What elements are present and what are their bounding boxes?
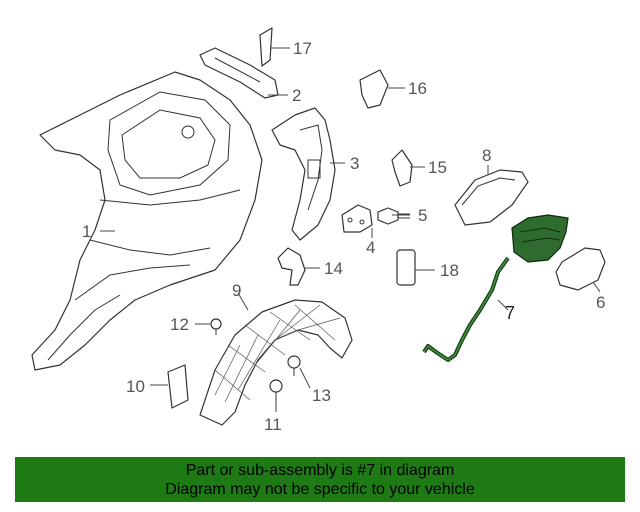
callout-14: 14 (324, 259, 343, 278)
part-15-bracket[interactable] (391, 149, 413, 187)
part-4-bracket[interactable] (341, 204, 373, 233)
part-3-pillar-inner[interactable] (271, 107, 336, 241)
part-16-bracket[interactable] (359, 69, 389, 109)
part-11-clip[interactable] (269, 379, 283, 402)
part-10-pad[interactable] (167, 364, 189, 409)
part-5-bolt[interactable] (377, 207, 410, 225)
callout-11: 11 (264, 415, 282, 434)
callout-17: 17 (293, 39, 312, 58)
callout-4: 4 (366, 238, 375, 257)
banner-line-1: Part or sub-assembly is #7 in diagram (185, 462, 455, 479)
callout-10: 10 (126, 377, 145, 396)
part-17-bracket[interactable] (259, 27, 273, 67)
part-6-fuel-door[interactable] (555, 247, 606, 291)
callout-6: 6 (596, 293, 605, 312)
part-14-bracket[interactable] (277, 247, 306, 286)
part-9-wheelhouse-liner[interactable] (199, 299, 353, 426)
callout-13: 13 (312, 386, 331, 405)
parts-diagram: 1 17 2 3 16 15 8 4 5 6 7 18 14 9 12 13 1… (31, 27, 606, 434)
callout-15: 15 (428, 158, 447, 177)
callout-18: 18 (440, 261, 459, 280)
callout-5: 5 (418, 206, 427, 225)
leader-lines (100, 47, 601, 412)
part-1-quarter-panel[interactable] (31, 71, 263, 371)
part-12-clip[interactable] (210, 318, 222, 335)
info-banner: Part or sub-assembly is #7 in diagram Di… (15, 457, 625, 502)
callout-3: 3 (350, 154, 359, 173)
callout-8: 8 (482, 146, 491, 165)
callout-9: 9 (232, 281, 241, 300)
callout-12: 12 (170, 315, 189, 334)
part-7-fuel-door-release[interactable] (422, 214, 569, 362)
callout-16: 16 (408, 79, 427, 98)
banner-line-2: Diagram may not be specific to your vehi… (165, 481, 475, 498)
part-13-clip[interactable] (287, 355, 301, 376)
part-8-fuel-door-housing[interactable] (454, 169, 529, 226)
callout-1: 1 (82, 222, 91, 241)
callout-7: 7 (505, 303, 515, 323)
callout-2: 2 (292, 86, 301, 105)
part-18-pad[interactable] (396, 249, 416, 286)
